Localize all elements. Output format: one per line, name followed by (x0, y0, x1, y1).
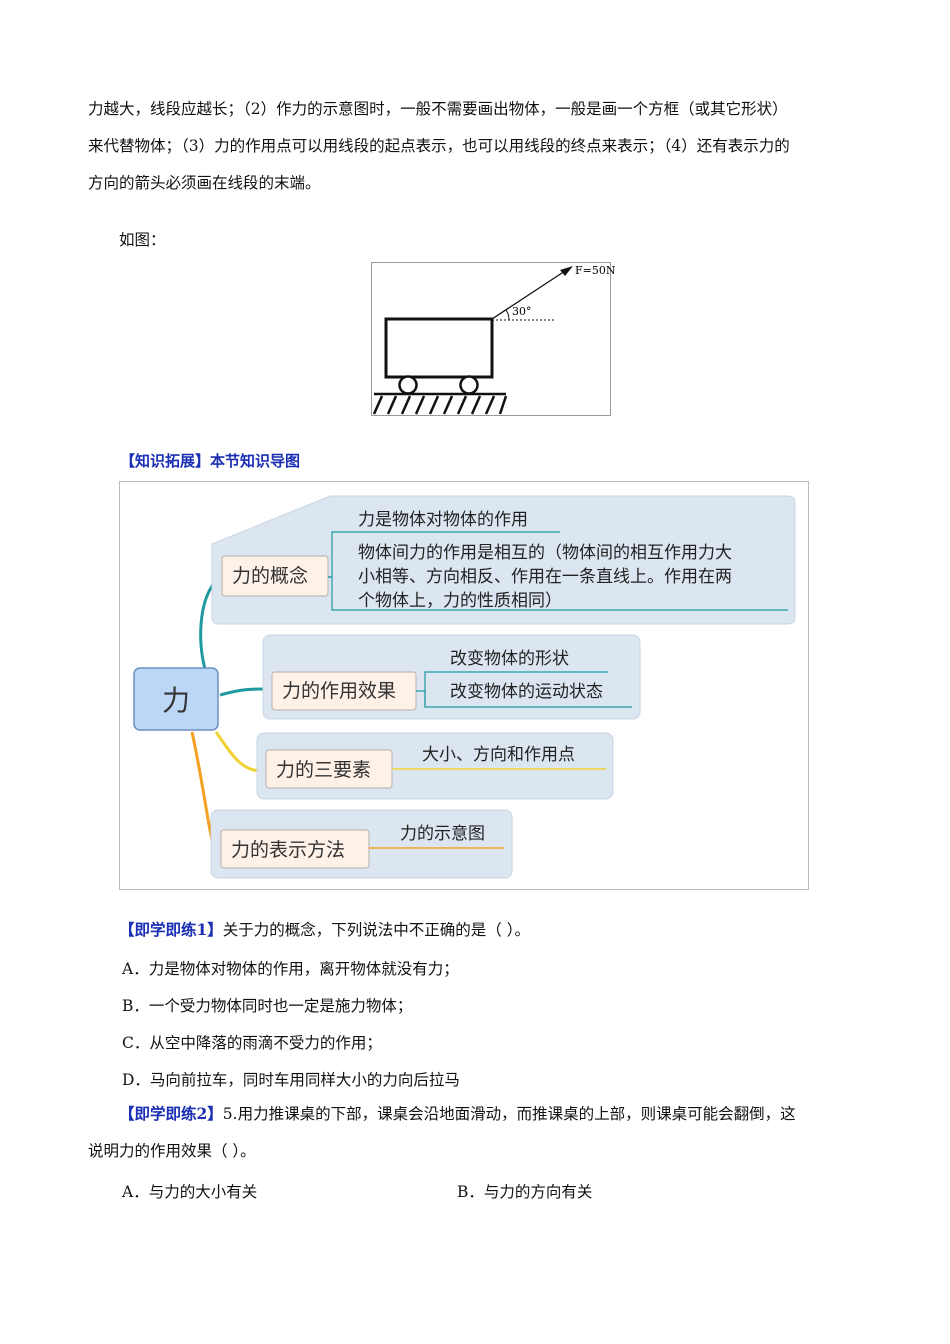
cart-wheel-right (459, 375, 479, 395)
exercise1-question: 【即学即练1】关于力的概念，下列说法中不正确的是（ ）。 (119, 920, 530, 940)
intro-line-1: 力越大，线段应越长；（2）作力的示意图时，一般不需要画出物体，一般是画一个方框（… (88, 100, 788, 118)
connector-elements (214, 731, 261, 773)
leaf-elements-1: 大小、方向和作用点 (422, 745, 575, 765)
exercise2-label: 【即学即练2】 (119, 1104, 223, 1123)
force-diagram: 30° F=50N (371, 262, 616, 416)
branch-concept-label: 力的概念 (232, 564, 308, 587)
exercise2-text-1: 5.用力推课桌的下部，课桌会沿地面滑动，而推课桌的上部，则课桌可能会翻倒，这 (222, 1105, 796, 1123)
leaf-effect-2: 改变物体的运动状态 (450, 682, 603, 702)
angle-label: 30° (512, 305, 532, 318)
angle-arc (505, 309, 510, 321)
force-arrowhead (560, 266, 573, 276)
mind-map-svg: 力的概念 力是物体对物体的作用 物体间力的作用是相互的（物体间的相互作用力大 小… (133, 495, 796, 879)
intro-paragraph: 力越大，线段应越长；（2）作力的示意图时，一般不需要画出物体，一般是画一个方框（… (88, 100, 868, 202)
intro-line-3: 方向的箭头必须画在线段的末端。 (88, 174, 321, 192)
branch-elements-label: 力的三要素 (276, 759, 371, 781)
knowledge-heading: 【知识拓展】本节知识导图 (120, 452, 301, 470)
force-arrow-line (491, 268, 569, 320)
branch-effect-label: 力的作用效果 (282, 680, 396, 702)
ground-hatching (372, 395, 508, 415)
exercise1-option-b: B．一个受力物体同时也一定是施力物体； (122, 997, 413, 1015)
force-diagram-svg: 30° F=50N (372, 264, 616, 415)
exercise2-question-line1: 【即学即练2】5.用力推课桌的下部，课桌会沿地面滑动，而推课桌的上部，则课桌可能… (119, 1104, 796, 1124)
leaf-connector-concept-2 (331, 594, 788, 611)
leaf-concept-1: 力是物体对物体的作用 (358, 510, 528, 530)
exercise2-option-a: A．与力的大小有关 (122, 1183, 258, 1201)
leaf-representation-1: 力的示意图 (400, 824, 485, 844)
exercise2-question-line2: 说明力的作用效果（ ）。 (88, 1141, 256, 1161)
leaf-effect-1: 改变物体的形状 (450, 649, 569, 669)
leaf-concept-2a: 物体间力的作用是相互的（物体间的相互作用力大 (358, 543, 732, 563)
branch-representation-label: 力的表示方法 (231, 839, 345, 861)
leaf-concept-2c: 个物体上，力的性质相同） (358, 591, 562, 611)
exercise1-option-d: D．马向前拉车，同时车用同样大小的力向后拉马 (122, 1071, 460, 1089)
exercise2-text-2: 说明力的作用效果（ ）。 (88, 1142, 256, 1160)
exercise1-option-a: A．力是物体对物体的作用，离开物体就没有力； (122, 960, 459, 978)
root-label: 力 (162, 684, 190, 717)
exercise1-option-c: C．从空中降落的雨滴不受力的作用； (122, 1034, 382, 1052)
branch-concept (221, 555, 329, 597)
leaf-connector-effect-2 (416, 690, 632, 708)
cart-body (384, 317, 494, 379)
branch-representation (220, 829, 370, 869)
exercise2-option-b: B．与力的方向有关 (457, 1183, 593, 1201)
leaf-connector-concept-1 (331, 531, 560, 594)
root-node (133, 667, 219, 731)
intro-line-2: 来代替物体；（3）力的作用点可以用线段的起点表示，也可以用线段的终点来表示；（4… (88, 137, 790, 155)
force-label: F=50N (575, 264, 616, 277)
figure-caption: 如图： (119, 231, 166, 249)
exercise1-label: 【即学即练1】 (119, 920, 223, 939)
exercise1-text: 关于力的概念，下列说法中不正确的是（ ）。 (222, 921, 530, 939)
panel-concept (211, 495, 796, 625)
leaf-concept-2b: 小相等、方向相反、作用在一条直线上。作用在两 (358, 567, 732, 587)
cart-wheel-left (398, 375, 418, 395)
mind-map: 力的概念 力是物体对物体的作用 物体间力的作用是相互的（物体间的相互作用力大 小… (119, 481, 809, 890)
